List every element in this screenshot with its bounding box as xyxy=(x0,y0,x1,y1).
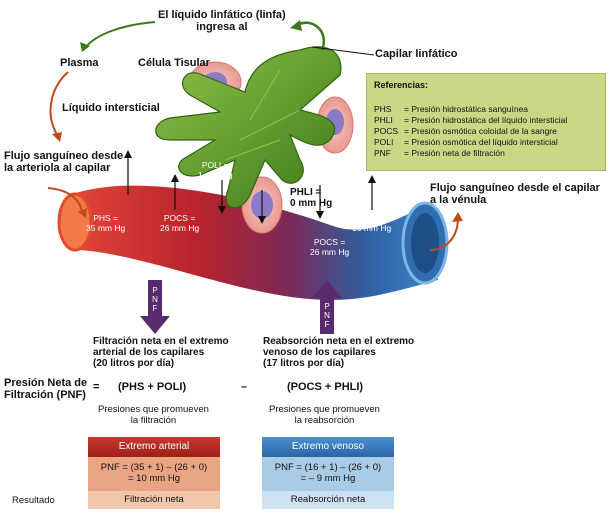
reference-item: PNF= Presión neta de filtración xyxy=(374,148,505,158)
venous-box-body xyxy=(262,457,394,491)
reference-item: POLI= Presión osmótica del líquido inter… xyxy=(374,137,558,147)
pocs-arterial-label: POCS =26 mm Hg xyxy=(160,213,200,233)
reference-item: POCS= Presión osmótica coloidal de la sa… xyxy=(374,126,557,136)
arterial-box-title: Extremo arterial xyxy=(118,441,190,452)
interstitial-fluid-label: Líquido intersticial xyxy=(62,102,160,114)
arteriole-opening xyxy=(57,192,93,252)
pnf-arrow-down xyxy=(140,280,170,334)
venous-box-header xyxy=(262,437,394,457)
result-label: Resultado xyxy=(12,495,55,506)
venous-box-formula: PNF = (16 + 1) – (26 + 0)= – 9 mm Hg xyxy=(274,462,382,484)
reference-item: PHLI= Presión hidrostática del líquido i… xyxy=(374,115,568,125)
arterial-box-formula: PNF = (35 + 1) – (26 + 0)= 10 mm Hg xyxy=(100,462,208,484)
pocs-venous-label: POCS =26 mm Hg xyxy=(310,237,350,257)
reference-item: PHS= Presión hidrostática sanguínea xyxy=(374,104,529,114)
pnf-arrow-up xyxy=(312,280,342,334)
arrow-plasma xyxy=(84,21,156,49)
arterial-box-body xyxy=(88,457,220,491)
venous-box-title: Extremo venoso xyxy=(291,441,365,452)
lymph-capillary-label: Capilar linfático xyxy=(375,48,458,60)
lymph-enters-label: El líquido linfático (linfa)ingresa al xyxy=(158,9,286,33)
references-title: Referencias: xyxy=(374,80,429,90)
arrow-blood-in xyxy=(47,187,83,213)
formula-term2: (POCS + PHLI) xyxy=(287,381,364,393)
plasma-label: Plasma xyxy=(60,57,99,69)
lymphatic-capillary xyxy=(155,46,342,209)
phli-label: PHLI =0 mm Hg xyxy=(290,187,333,209)
phs-venous-label: PHS =16 mm Hg xyxy=(352,213,392,233)
venous-box-result: Reabsorción neta xyxy=(290,494,366,505)
arrow-blood-out xyxy=(429,217,459,251)
venous-box-foot xyxy=(262,491,394,509)
blood-vessel xyxy=(70,185,438,300)
references-box: Referencias: PHS= Presión hidrostática s… xyxy=(366,73,606,171)
arterial-box-header xyxy=(88,437,220,457)
formula-term1: (PHS + POLI) xyxy=(118,381,187,393)
formula-equals: = xyxy=(93,381,100,393)
formula-minus: – xyxy=(241,381,248,393)
phs-arterial-label: PHS =35 mm Hg xyxy=(86,213,126,233)
tissue-cell-label: Célula Tisular xyxy=(138,57,210,69)
arterial-box-result: Filtración neta xyxy=(124,494,184,505)
capillary-pointer xyxy=(311,46,375,56)
arrow-plasma-to-fluid xyxy=(49,71,69,137)
arterial-box-foot xyxy=(88,491,220,509)
poli-label: POLI =1 mm Hg xyxy=(198,160,233,180)
